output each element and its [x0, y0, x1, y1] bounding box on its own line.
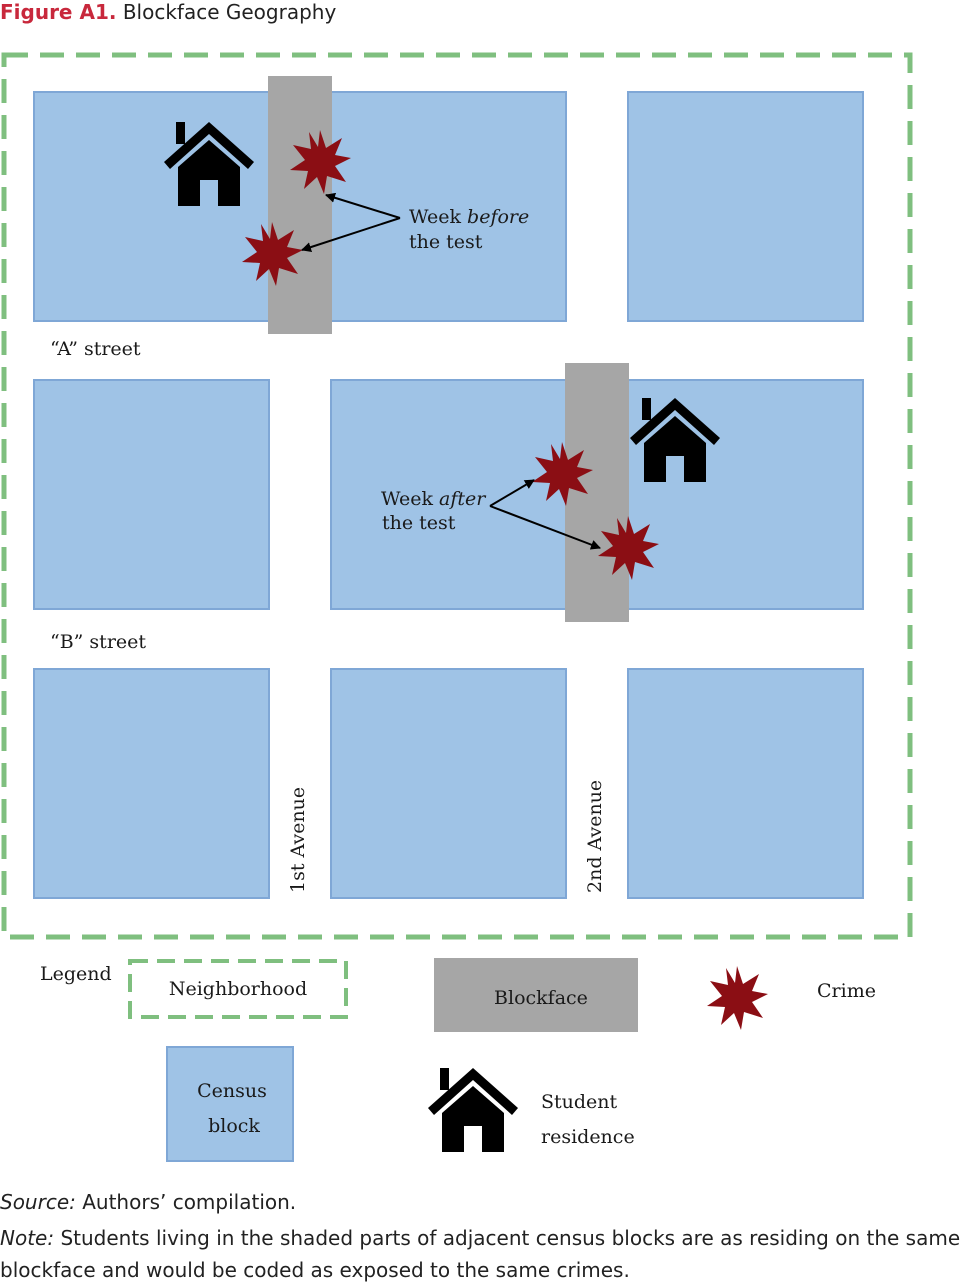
- legend-heading: Legend: [40, 963, 112, 985]
- legend-student-label-1: Student: [541, 1091, 618, 1113]
- annotation-week-after: Week after: [381, 488, 487, 510]
- census-block: [33, 668, 270, 899]
- street-label-a: “A” street: [50, 338, 141, 360]
- avenue-label-1: 1st Avenue: [287, 787, 309, 893]
- arrow-icon: [301, 217, 401, 252]
- legend-blockface-swatch: [434, 958, 638, 1032]
- figure-title: Figure A1. Blockface Geography: [0, 0, 336, 24]
- legend-crime-icon: [707, 966, 768, 1030]
- census-block: [330, 668, 567, 899]
- legend-census-label-2: block: [208, 1115, 260, 1137]
- legend-census-label-1: Census: [197, 1080, 267, 1102]
- blockface-diagram: Week before the test Week after the test…: [1, 52, 913, 1162]
- annotation-before-line2: the test: [409, 231, 483, 253]
- arrow-icon: [325, 192, 401, 219]
- legend-neighborhood-label: Neighborhood: [169, 978, 307, 1000]
- legend-blockface-label: Blockface: [494, 987, 588, 1009]
- census-block: [627, 668, 864, 899]
- avenue-label-2: 2nd Avenue: [584, 780, 606, 893]
- annotation-after-line2: the test: [382, 512, 456, 534]
- arrow-icon: [489, 505, 601, 550]
- annotation-week-before: Week before: [409, 206, 529, 228]
- legend-house-icon: [428, 1068, 518, 1152]
- note-label: Note:: [0, 1226, 55, 1250]
- note-text: Students living in the shaded parts of a…: [0, 1226, 961, 1282]
- blockface-strip: [268, 76, 332, 334]
- source-text: Authors’ compilation.: [75, 1190, 297, 1214]
- source-label: Source:: [0, 1190, 76, 1214]
- neighborhood-boundary: [1, 52, 913, 940]
- figure-title-text: Blockface Geography: [122, 0, 337, 24]
- census-block: [627, 91, 864, 322]
- legend-neighborhood-swatch: [128, 959, 348, 1019]
- source-caption: Source: Authors’ compilation.: [0, 1190, 296, 1214]
- blockface-strip: [565, 363, 629, 622]
- street-label-b: “B” street: [50, 631, 146, 653]
- figure-label: Figure A1.: [0, 0, 117, 24]
- legend-census-swatch: [166, 1046, 294, 1162]
- legend-student-label-2: residence: [541, 1126, 635, 1148]
- legend-crime-label: Crime: [817, 980, 876, 1002]
- note-caption: Note: Students living in the shaded part…: [0, 1222, 976, 1286]
- census-block: [33, 379, 270, 610]
- arrow-icon: [489, 479, 535, 507]
